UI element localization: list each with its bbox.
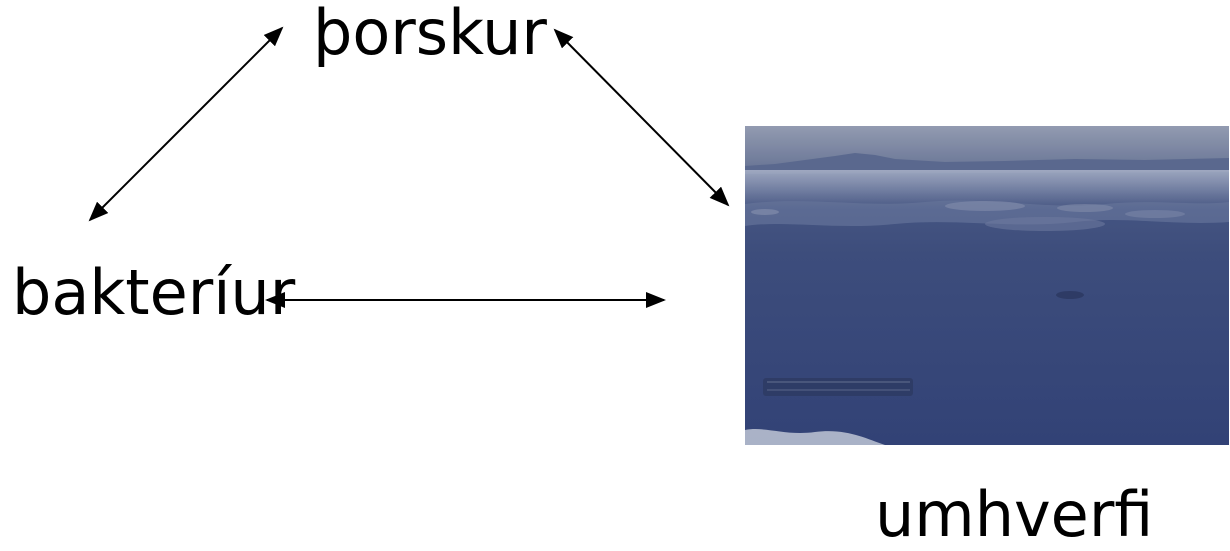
node-label-thorskur: þorskur	[313, 0, 547, 69]
sea-landscape-photo	[745, 126, 1229, 445]
arrow-thorskur-umhverfi	[553, 28, 730, 207]
arrow-thorskur-bakteriur	[88, 26, 284, 222]
node-label-umhverfi: umhverfi	[875, 478, 1154, 551]
node-label-bakteriur: bakteríur	[12, 256, 296, 329]
